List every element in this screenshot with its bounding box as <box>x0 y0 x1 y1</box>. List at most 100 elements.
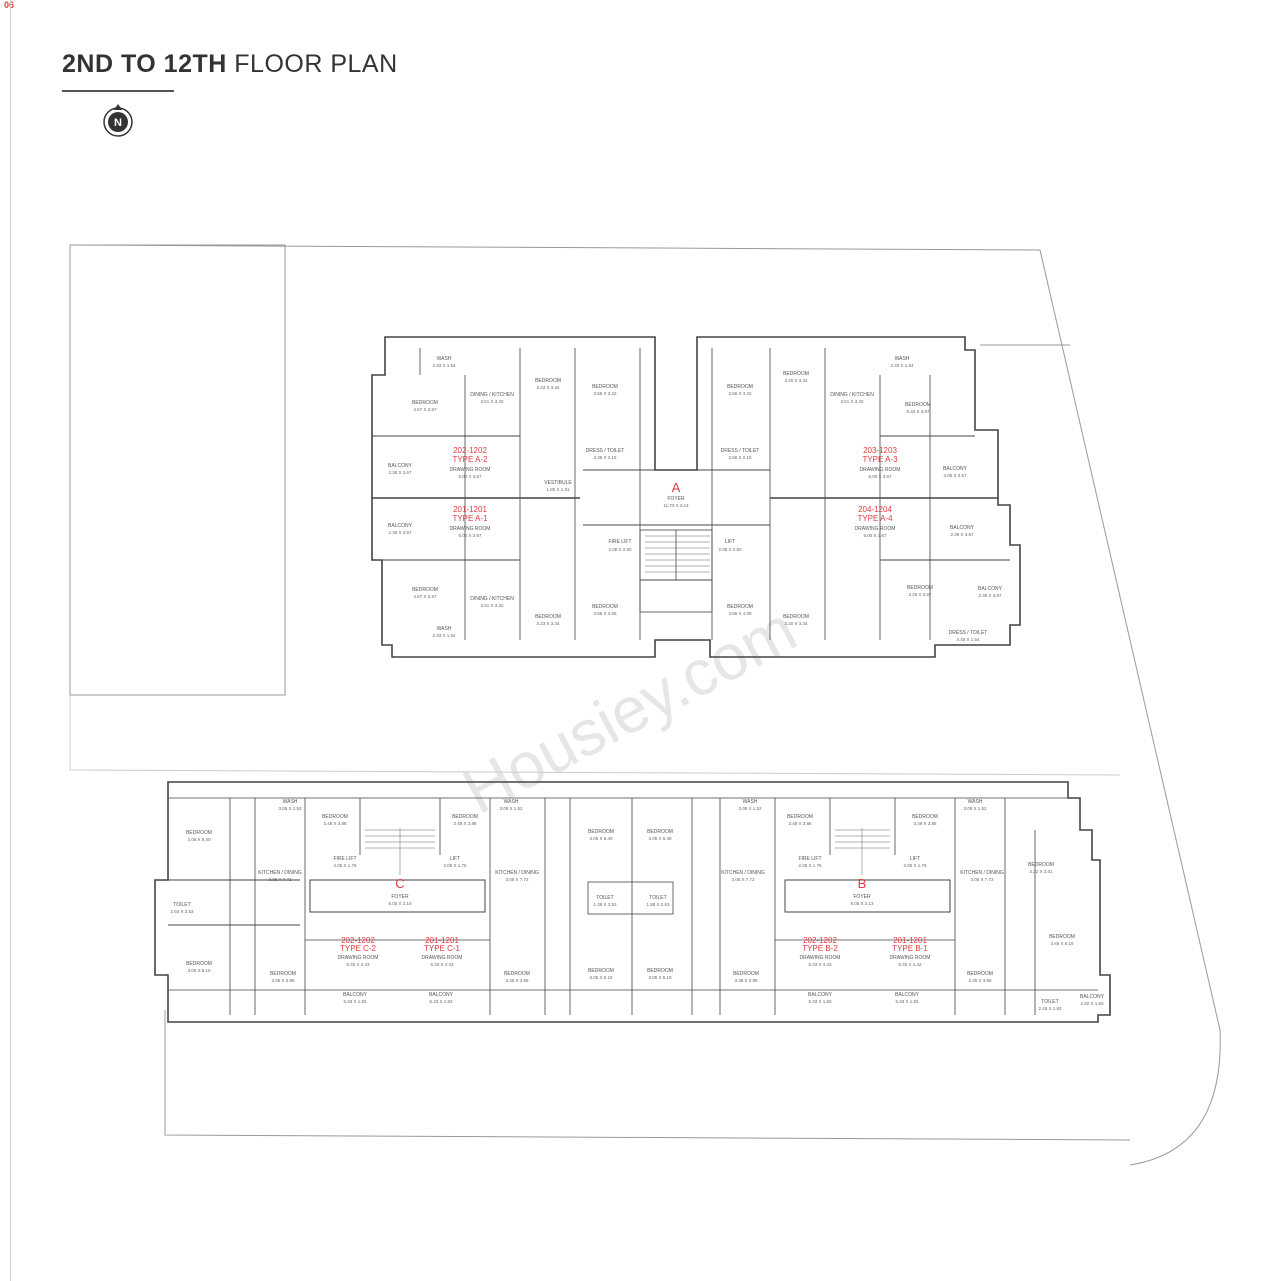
room-name: WASH <box>437 626 452 632</box>
room-name: WASH <box>968 799 983 805</box>
core-a-foyer: FOYER <box>667 496 685 502</box>
unit-number: 202-1202 <box>341 936 375 945</box>
tower-a-stairs <box>645 535 710 573</box>
room-name: BALCONY <box>895 992 920 998</box>
room-name: KITCHEN / DINING <box>960 870 1004 876</box>
unit-room-dim: 5.33 X 4.43 <box>808 962 832 967</box>
room-name: BALCONY <box>388 463 413 469</box>
unit-type: TYPE B-2 <box>802 944 838 953</box>
room-name: BALCONY <box>978 586 1003 592</box>
room-name: BEDROOM <box>783 614 809 620</box>
room-dim: 3.66 X 3.22 <box>728 391 752 396</box>
room-dim: 5.33 X 1.83 <box>429 999 453 1004</box>
unit-room: DRAWING ROOM <box>890 955 931 961</box>
unit-type: TYPE B-1 <box>892 944 928 953</box>
room-name: BEDROOM <box>592 384 618 390</box>
unit-room: DRAWING ROOM <box>338 955 379 961</box>
room-name: BEDROOM <box>186 830 212 836</box>
room-name: BEDROOM <box>535 378 561 384</box>
room-name: WASH <box>437 356 452 362</box>
room-dim: 3.05 X 5.40 <box>187 837 211 842</box>
core-a-fire-lift-dim: 2.08 X 2.50 <box>608 547 632 552</box>
room-dim: 3.66 X 2.15 <box>728 455 752 460</box>
unit-room-dim: 6.00 X 3.67 <box>863 533 887 538</box>
tower-b-unit-2: 202-1202 TYPE B-2 DRAWING ROOM 5.33 X 4.… <box>800 936 841 967</box>
title-bold: 2ND TO 12TH <box>62 50 227 78</box>
north-compass-icon: N <box>103 104 133 137</box>
unit-room-dim: 6.00 X 3.67 <box>868 474 892 479</box>
room-name: BEDROOM <box>727 384 753 390</box>
room-name: DRESS / TOILET <box>721 448 760 454</box>
room-dim: 3.48 X 3.86 <box>913 821 937 826</box>
tower-a-outline <box>371 336 1021 658</box>
room-name: BEDROOM <box>452 814 478 820</box>
compass-label: N <box>114 117 122 129</box>
core-c-fire-lift: FIRE LIFT <box>333 856 356 862</box>
tower-a-unit-1: 202-1202 TYPE A-2 DRAWING ROOM 6.00 X 3.… <box>450 446 491 479</box>
unit-room-dim: 6.00 X 3.67 <box>458 533 482 538</box>
room-dim: 3.05 X 1.52 <box>738 806 762 811</box>
room-dim: 3.36 X 2.15 <box>593 455 617 460</box>
room-dim: 2.33 X 1.54 <box>432 363 456 368</box>
room-name: WASH <box>895 356 910 362</box>
core-c-fire-lift-dim: 2.05 X 1.76 <box>333 863 357 868</box>
unit-room: DRAWING ROOM <box>450 526 491 532</box>
core-b-lift: LIFT <box>910 856 920 862</box>
room-dim: 2.36 X 3.67 <box>388 530 412 535</box>
unit-type: TYPE C-1 <box>424 944 461 953</box>
room-dim: 1.85 X 1.91 <box>546 487 570 492</box>
room-dim: 3.66 X 4.08 <box>593 611 617 616</box>
room-name: BEDROOM <box>907 585 933 591</box>
room-dim: 1.38 X 2.53 <box>593 902 617 907</box>
room-dim: 3.48 X 3.86 <box>788 821 812 826</box>
room-dim: 3.05 X 5.19 <box>589 975 613 980</box>
room-name: KITCHEN / DINING <box>258 870 302 876</box>
room-name: BEDROOM <box>733 971 759 977</box>
room-dim: 3.05 X 1.52 <box>278 806 302 811</box>
room-name: TOILET <box>596 895 613 901</box>
tower-bc-stairs <box>365 828 890 875</box>
core-a-lift: LIFT <box>725 539 735 545</box>
room-name: BALCONY <box>943 466 968 472</box>
room-name: BEDROOM <box>1049 934 1075 940</box>
room-dim: 3.48 X 3.86 <box>323 821 347 826</box>
unit-type: TYPE A-2 <box>452 455 488 464</box>
unit-room: DRAWING ROOM <box>860 467 901 473</box>
room-dim: 5.33 X 1.83 <box>343 999 367 1004</box>
core-c-label: C <box>395 876 404 891</box>
room-dim: 3.05 X 5.40 <box>648 836 672 841</box>
room-name: BEDROOM <box>186 961 212 967</box>
unit-number: 203-1203 <box>863 446 897 455</box>
room-dim: 3.25 X 3.67 <box>908 592 932 597</box>
core-b-foyer-dim: 8.05 X 2.13 <box>850 901 874 906</box>
room-dim: 3.46 X 5.19 <box>1050 941 1074 946</box>
unit-room-dim: 6.00 X 3.67 <box>458 474 482 479</box>
title-light: FLOOR PLAN <box>234 50 398 78</box>
room-dim: 3.05 X 7.72 <box>970 877 994 882</box>
room-dim: 3.05 X 7.72 <box>505 877 529 882</box>
room-dim: 2.54 X 2.53 <box>170 909 194 914</box>
unit-type: TYPE C-2 <box>340 944 377 953</box>
room-name: TOILET <box>1041 999 1058 1005</box>
room-dim: 3.05 X 5.19 <box>648 975 672 980</box>
room-name: BALCONY <box>388 523 413 529</box>
core-b-label: B <box>858 876 867 891</box>
room-name: BEDROOM <box>412 587 438 593</box>
room-dim: 2.36 X 3.67 <box>978 593 1002 598</box>
room-name: BEDROOM <box>592 604 618 610</box>
unit-number: 204-1204 <box>858 505 892 514</box>
tower-b-unit-1: 201-1201 TYPE B-1 DRAWING ROOM 5.33 X 4.… <box>890 936 931 967</box>
room-dim: 5.33 X 1.83 <box>808 999 832 1004</box>
room-name: TOILET <box>173 902 190 908</box>
room-name: BEDROOM <box>787 814 813 820</box>
page-title: 2ND TO 12TH FLOOR PLAN <box>62 50 398 79</box>
title-underline <box>62 90 174 92</box>
room-name: BEDROOM <box>647 829 673 835</box>
unit-room: DRAWING ROOM <box>422 955 463 961</box>
room-name: BEDROOM <box>1028 862 1054 868</box>
room-dim: 3.05 X 7.72 <box>268 877 292 882</box>
tower-a <box>371 336 1021 658</box>
room-dim: 5.34 X 3.67 <box>906 409 930 414</box>
room-dim: 3.23 X 3.34 <box>536 385 560 390</box>
